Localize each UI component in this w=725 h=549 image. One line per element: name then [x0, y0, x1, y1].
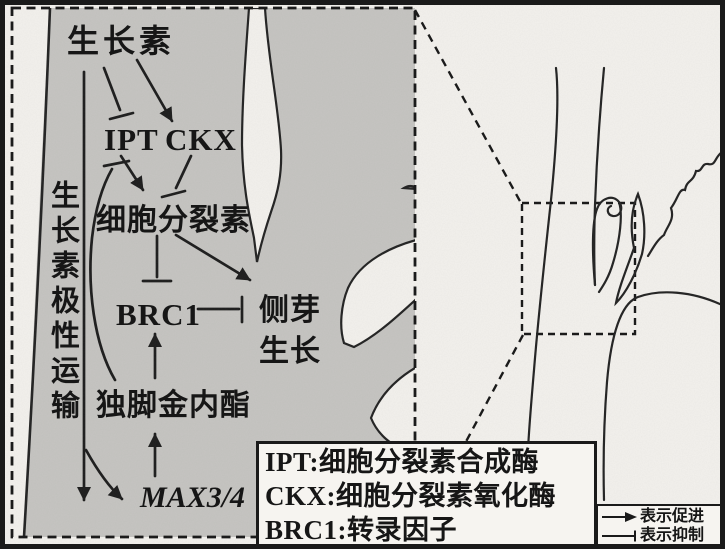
node-cytokinin: 细胞分裂素 — [96, 204, 251, 237]
definition-brc1: BRC1:转录因子 — [265, 515, 457, 545]
key-promote-label: 表示促进 — [640, 508, 705, 525]
key-row-promote: 表示促进 — [601, 507, 720, 526]
node-lateral-bud-line2: 生长 — [259, 335, 321, 368]
label-auxin-polar-transport: 生长素极性运输 — [46, 180, 79, 425]
definition-ckx: CKX:细胞分裂素氧化酶 — [265, 481, 556, 511]
node-ckx: CKX — [165, 122, 237, 157]
inhibit-tbar-icon — [602, 530, 636, 541]
node-max34: MAX3/4 — [140, 481, 246, 514]
node-brc1: BRC1 — [116, 297, 201, 332]
node-lateral-bud-line1: 侧芽 — [259, 294, 321, 327]
key-row-inhibit: 表示抑制 — [601, 526, 720, 544]
node-strigolactone: 独脚金内酯 — [96, 389, 251, 422]
key-inhibit-label: 表示抑制 — [640, 527, 705, 544]
promote-arrow-icon — [602, 511, 637, 522]
node-ipt: IPT — [104, 122, 159, 157]
symbol-key-box: 表示促进 表示抑制 — [596, 504, 720, 544]
definition-ipt: IPT:细胞分裂素合成酶 — [265, 447, 539, 477]
node-auxin: 生长素 — [67, 23, 176, 59]
node-lateral-bud-growth: 侧芽 生长 — [259, 290, 321, 372]
definitions-box: IPT:细胞分裂素合成酶 CKX:细胞分裂素氧化酶 BRC1:转录因子 — [256, 441, 597, 545]
